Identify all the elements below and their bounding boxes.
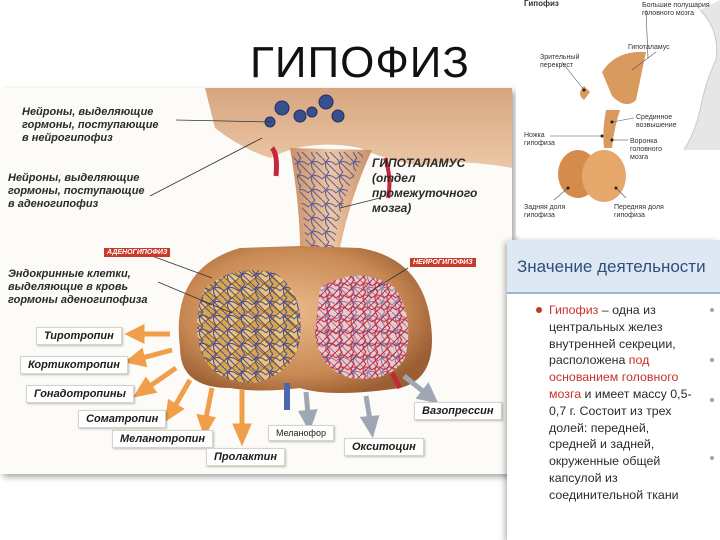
info-card: Значение деятельности Гипофиз – одна из … (507, 240, 720, 540)
slide-title: ГИПОФИЗ (250, 38, 470, 87)
label-hypothalamus: ГИПОТАЛАМУС (отдел промежуточного мозга) (372, 156, 478, 215)
label-optic-chiasm: Зрительный перекрест (540, 54, 580, 69)
label-pituitary-stalk: Ножка гипофиза (524, 132, 555, 147)
label-brain-funnel: Воронка головного мозга (630, 138, 662, 161)
tag-neurohypophysis: НЕЙРОГИПОФИЗ (410, 258, 476, 267)
hormone-prolactin: Пролактин (206, 448, 286, 466)
bullet-icon (710, 398, 714, 402)
hormone-oxytocin: Окситоцин (344, 438, 424, 456)
bullet-icon (710, 358, 714, 362)
label-neurons-adenohypophysis: Нейроны, выделяющие гормоны, поступающие… (8, 172, 145, 210)
hormone-melanotropin: Меланотропин (112, 430, 214, 448)
label-endocrine-cells: Эндокринные клетки, выделяющие в кровь г… (8, 268, 148, 306)
hormone-thyrotropin: Тиротропин (36, 327, 122, 345)
label-posterior-lobe: Задняя доля гипофиза (524, 204, 566, 219)
tag-adenohypophysis: АДЕНОГИПОФИЗ (104, 248, 171, 257)
info-card-header: Значение деятельности (507, 240, 720, 294)
pituitary-illustration (124, 88, 512, 447)
label-median-eminence: Срединное возвышение (636, 114, 677, 129)
bullet-icon (536, 307, 542, 313)
pituitary-location-diagram: Гипофиз Большие полушария головного мозг… (516, 0, 720, 236)
label-neurons-neurohypophysis: Нейроны, выделяющие гормоны, поступающие… (22, 106, 159, 144)
info-text-part-1: – одна из центральных желез внутренней с… (549, 303, 676, 368)
label-hemispheres: Большие полушария головного мозга (642, 2, 710, 17)
hormone-gonadotropins: Гонадотропины (26, 385, 134, 403)
location-highlight: под основанием головного мозга (549, 353, 679, 401)
bullet-icon (710, 308, 714, 312)
hormone-corticotropin: Кортикотропин (20, 356, 128, 374)
hormone-vasopressin: Вазопрессин (414, 402, 502, 420)
hormone-melanophore: Меланофор (268, 425, 334, 441)
label-side-hypothalamus: Гипоталамус (628, 44, 670, 51)
term-pituitary: Гипофиз (549, 303, 599, 317)
label-anterior-lobe: Передняя доля гипофиза (614, 204, 664, 219)
hormone-somatropin: Соматропин (78, 410, 167, 428)
info-text-part-2: и имеет массу 0,5-0,7 г. Состоит из трех… (549, 386, 692, 502)
bullet-icon (710, 456, 714, 460)
pituitary-location-illustration (550, 0, 720, 202)
side-diagram-title: Гипофиз (524, 0, 559, 8)
info-card-title: Значение деятельности (517, 257, 706, 276)
pituitary-anatomy-diagram: Нейроны, выделяющие гормоны, поступающие… (0, 88, 512, 474)
info-card-text: Гипофиз – одна из центральных желез внут… (549, 302, 697, 504)
